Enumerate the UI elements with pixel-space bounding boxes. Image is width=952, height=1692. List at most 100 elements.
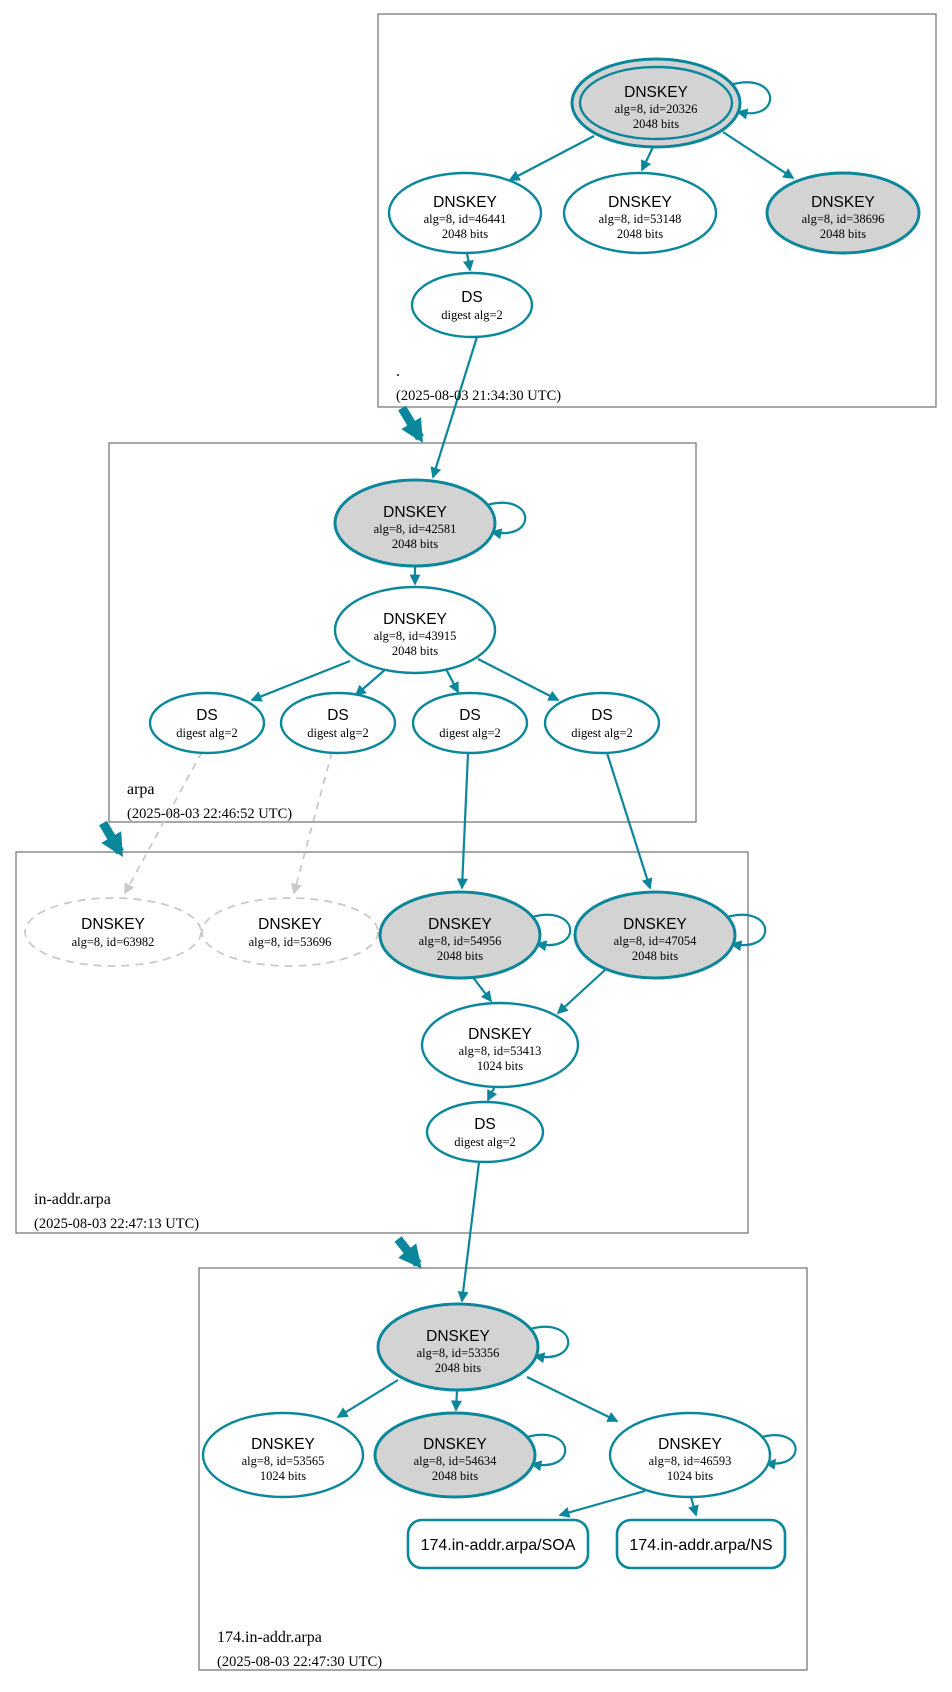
dnskey-53413-bits: 1024 bits [477, 1059, 523, 1073]
dnskey-46593-title: DNSKEY [658, 1436, 722, 1453]
zone-delegation-arrow-in-addr-arpa-to-174 [394, 1236, 422, 1269]
zone-delegation-arrow-arpa-to-in-addr-arpa [99, 820, 124, 857]
edge-arpa-ds4-to-dnskey-47054 [605, 752, 653, 890]
dnskey-46441-title: DNSKEY [433, 194, 497, 211]
dnskey-46441-detail: alg=8, id=46441 [424, 212, 507, 226]
zone-label-arpa: arpa [127, 781, 155, 798]
node-dnskey-63982[interactable]: DNSKEY alg=8, id=63982 [24, 897, 202, 967]
dnskey-53696-detail: alg=8, id=53696 [249, 935, 332, 949]
node-ds-arpa-2[interactable]: DS digest alg=2 [279, 691, 397, 755]
node-dnskey-53356[interactable]: DNSKEY alg=8, id=53356 2048 bits [376, 1302, 540, 1392]
edge-dnskey-20326-selfloop [729, 81, 772, 120]
dnskey-46441-bits: 2048 bits [442, 227, 488, 241]
edge-dnskey-20326-to-53148 [641, 146, 654, 172]
ds-in-addr-arpa-title: DS [474, 1116, 496, 1133]
dnskey-54956-detail: alg=8, id=54956 [419, 934, 502, 948]
dnskey-53148-detail: alg=8, id=53148 [599, 212, 682, 226]
node-rrset-174-in-addr-arpa-ns[interactable]: 174.in-addr.arpa/NS [615, 1518, 787, 1570]
edge-arpa-ds1-to-dnskey-63982-dashed [124, 751, 203, 895]
edge-dnskey-54634-selfloop [526, 1433, 567, 1472]
edge-dnskey-46593-selfloop [761, 1434, 797, 1470]
dnskey-54634-bits: 2048 bits [432, 1469, 478, 1483]
dnskey-53356-bits: 2048 bits [435, 1361, 481, 1375]
node-ds-root[interactable]: DS digest alg=2 [410, 271, 534, 339]
dnskey-54634-title: DNSKEY [423, 1436, 487, 1453]
node-dnskey-53565[interactable]: DNSKEY alg=8, id=53565 1024 bits [201, 1411, 365, 1499]
node-dnskey-54634[interactable]: DNSKEY alg=8, id=54634 2048 bits [373, 1411, 537, 1499]
node-dnskey-38696[interactable]: DNSKEY alg=8, id=38696 2048 bits [765, 171, 921, 255]
dnskey-53356-title: DNSKEY [426, 1328, 490, 1345]
edge-dnskey-53356-to-54634 [450, 1389, 462, 1412]
edge-dnskey-54956-to-53413 [471, 975, 492, 1003]
zone-box-arpa [108, 442, 697, 823]
edge-dnskey-46441-to-ds [462, 252, 474, 272]
dnskey-47054-detail: alg=8, id=47054 [614, 934, 698, 948]
node-ds-in-addr-arpa[interactable]: DS digest alg=2 [425, 1100, 545, 1164]
node-dnskey-20326[interactable]: DNSKEY alg=8, id=20326 2048 bits [570, 57, 742, 149]
node-dnskey-53696[interactable]: DNSKEY alg=8, id=53696 [201, 897, 379, 967]
dnskey-20326-detail: alg=8, id=20326 [615, 102, 698, 116]
edge-dnskey-46593-to-ns [688, 1496, 699, 1517]
node-ds-arpa-1[interactable]: DS digest alg=2 [148, 691, 266, 755]
ds-arpa-1-title: DS [196, 707, 218, 724]
dnskey-53413-title: DNSKEY [468, 1026, 532, 1043]
edge-dnskey-43915-to-ds2 [354, 667, 388, 697]
edge-dnskey-54956-selfloop [531, 913, 572, 952]
edge-dnskey-53413-to-ds [487, 1085, 498, 1102]
ds-arpa-2-title: DS [327, 707, 349, 724]
dnskey-38696-title: DNSKEY [811, 194, 875, 211]
edge-dnskey-47054-to-53413 [556, 969, 606, 1015]
dnskey-53148-title: DNSKEY [608, 194, 672, 211]
edge-dnskey-53356-to-53565 [336, 1379, 399, 1418]
zone-timestamp-in-addr-arpa: (2025-08-03 22:47:13 UTC) [34, 1216, 199, 1232]
edge-dnskey-42581-selfloop [486, 501, 527, 540]
edge-dnskey-47054-selfloop [726, 913, 767, 952]
dnskey-47054-title: DNSKEY [623, 916, 687, 933]
zone-box-root [377, 13, 937, 408]
node-dnskey-53148[interactable]: DNSKEY alg=8, id=53148 2048 bits [562, 171, 718, 255]
zone-label-174-in-addr-arpa: 174.in-addr.arpa [217, 1629, 322, 1646]
edge-dnskey-53356-to-46593 [526, 1376, 619, 1422]
zone-label-in-addr-arpa: in-addr.arpa [34, 1191, 111, 1208]
edge-dnskey-46593-to-soa [558, 1489, 646, 1518]
zone-timestamp-root: (2025-08-03 21:34:30 UTC) [396, 388, 561, 404]
node-dnskey-53413[interactable]: DNSKEY alg=8, id=53413 1024 bits [420, 1001, 580, 1089]
ds-root-title: DS [461, 289, 483, 306]
dnskey-53696-title: DNSKEY [258, 916, 322, 933]
ds-arpa-2-detail: digest alg=2 [307, 726, 369, 740]
edge-dnskey-43915-to-ds4 [477, 658, 560, 701]
node-ds-arpa-3[interactable]: DS digest alg=2 [411, 691, 529, 755]
dnskey-54956-bits: 2048 bits [437, 949, 483, 963]
ds-root-detail: digest alg=2 [441, 308, 503, 322]
edge-arpa-ds3-to-dnskey-54956 [456, 752, 470, 890]
node-dnskey-54956[interactable]: DNSKEY alg=8, id=54956 2048 bits [378, 890, 542, 980]
dnskey-54634-detail: alg=8, id=54634 [414, 1454, 498, 1468]
dnskey-20326-title: DNSKEY [624, 84, 688, 101]
ds-arpa-3-title: DS [459, 707, 481, 724]
dnskey-42581-bits: 2048 bits [392, 537, 438, 551]
zone-label-root: . [396, 363, 400, 380]
node-ds-arpa-4[interactable]: DS digest alg=2 [543, 691, 661, 755]
node-dnskey-46593[interactable]: DNSKEY alg=8, id=46593 1024 bits [608, 1411, 772, 1499]
dnskey-54956-title: DNSKEY [428, 916, 492, 933]
edge-dnskey-20326-to-46441 [508, 135, 595, 181]
edge-in-addr-ds-to-dnskey-53356 [457, 1161, 481, 1303]
node-dnskey-46441[interactable]: DNSKEY alg=8, id=46441 2048 bits [387, 171, 543, 255]
zone-delegation-arrow-root-to-arpa [398, 405, 424, 443]
dnskey-20326-bits: 2048 bits [633, 117, 679, 131]
zone-box-in-addr-arpa [15, 851, 749, 1234]
node-rrset-174-in-addr-arpa-soa[interactable]: 174.in-addr.arpa/SOA [406, 1518, 590, 1570]
dnskey-63982-title: DNSKEY [81, 916, 145, 933]
dnskey-42581-detail: alg=8, id=42581 [374, 522, 457, 536]
node-dnskey-47054[interactable]: DNSKEY alg=8, id=47054 2048 bits [573, 890, 737, 980]
dnskey-47054-bits: 2048 bits [632, 949, 678, 963]
dnskey-53565-bits: 1024 bits [260, 1469, 306, 1483]
ds-in-addr-arpa-detail: digest alg=2 [454, 1135, 516, 1149]
rrset-soa-label: 174.in-addr.arpa/SOA [421, 1537, 576, 1554]
node-dnskey-43915[interactable]: DNSKEY alg=8, id=43915 2048 bits [333, 585, 497, 675]
edge-dnskey-20326-to-38696 [722, 131, 795, 179]
edge-arpa-ds2-to-dnskey-53696-dashed [291, 751, 333, 895]
node-dnskey-42581[interactable]: DNSKEY alg=8, id=42581 2048 bits [333, 478, 497, 568]
